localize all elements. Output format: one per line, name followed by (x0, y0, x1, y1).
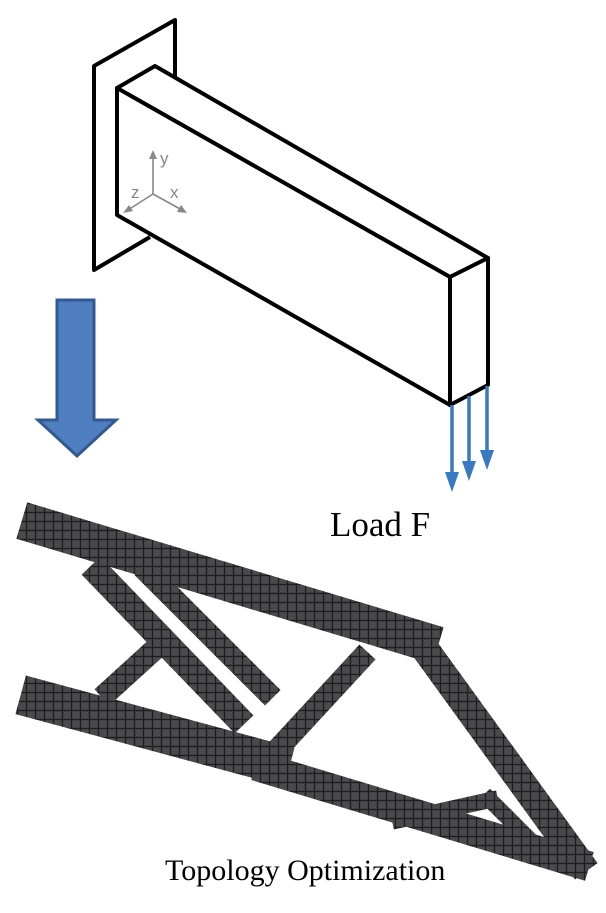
axis-label-y: y (160, 149, 169, 168)
down-arrow-icon (34, 298, 120, 459)
topology-optimized-structure (15, 502, 598, 881)
cantilever-beam (115, 64, 490, 407)
load-label: Load F (330, 505, 430, 544)
axis-label-z: z (131, 183, 140, 202)
axis-label-x: x (170, 183, 179, 202)
result-caption: Topology Optimization (165, 854, 445, 887)
axis-triad-icon (123, 150, 187, 213)
load-arrows-icon (445, 386, 494, 492)
fixed-wall (92, 18, 177, 272)
